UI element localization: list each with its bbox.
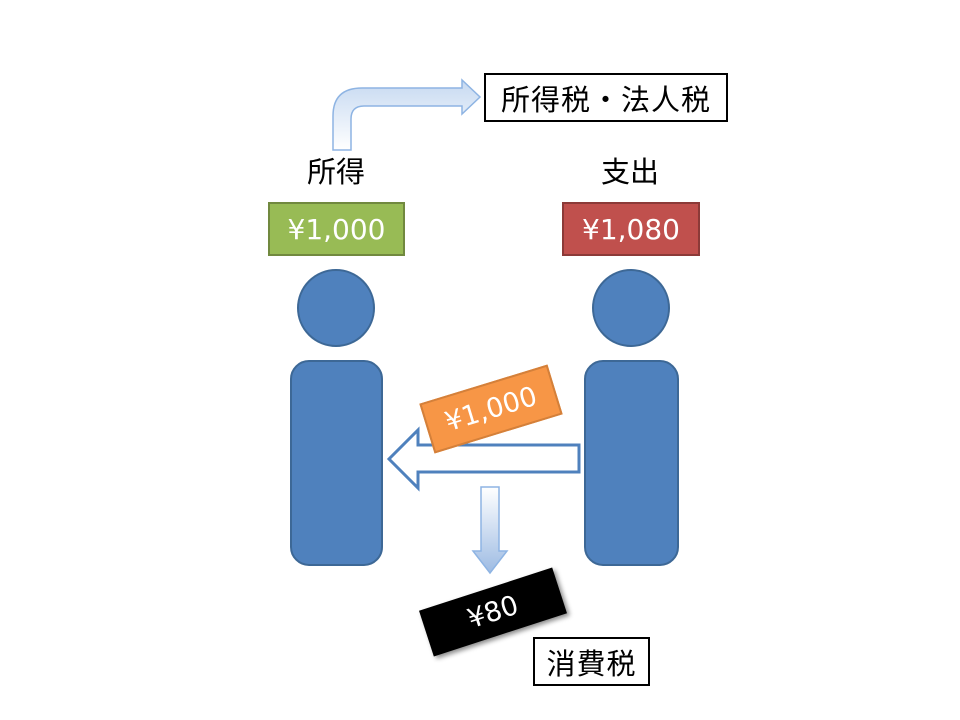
income-amount-box: ¥1,000: [268, 202, 405, 256]
person-right-body: [584, 360, 679, 566]
income-label: 所得: [306, 155, 365, 189]
person-right-head: [592, 269, 670, 347]
person-left-head: [297, 269, 375, 347]
consumption-tax-box: 消費税: [533, 637, 650, 686]
expense-amount-box: ¥1,080: [562, 202, 700, 256]
person-left-body: [290, 360, 383, 566]
payment-arrow-left: [386, 426, 581, 492]
person-left: [290, 269, 383, 566]
down-arrow-tax: [471, 486, 509, 575]
bent-arrow-up-right: [332, 78, 482, 151]
expense-label: 支出: [600, 155, 659, 189]
person-right: [584, 269, 679, 566]
income-tax-box: 所得税・法人税: [484, 73, 728, 122]
